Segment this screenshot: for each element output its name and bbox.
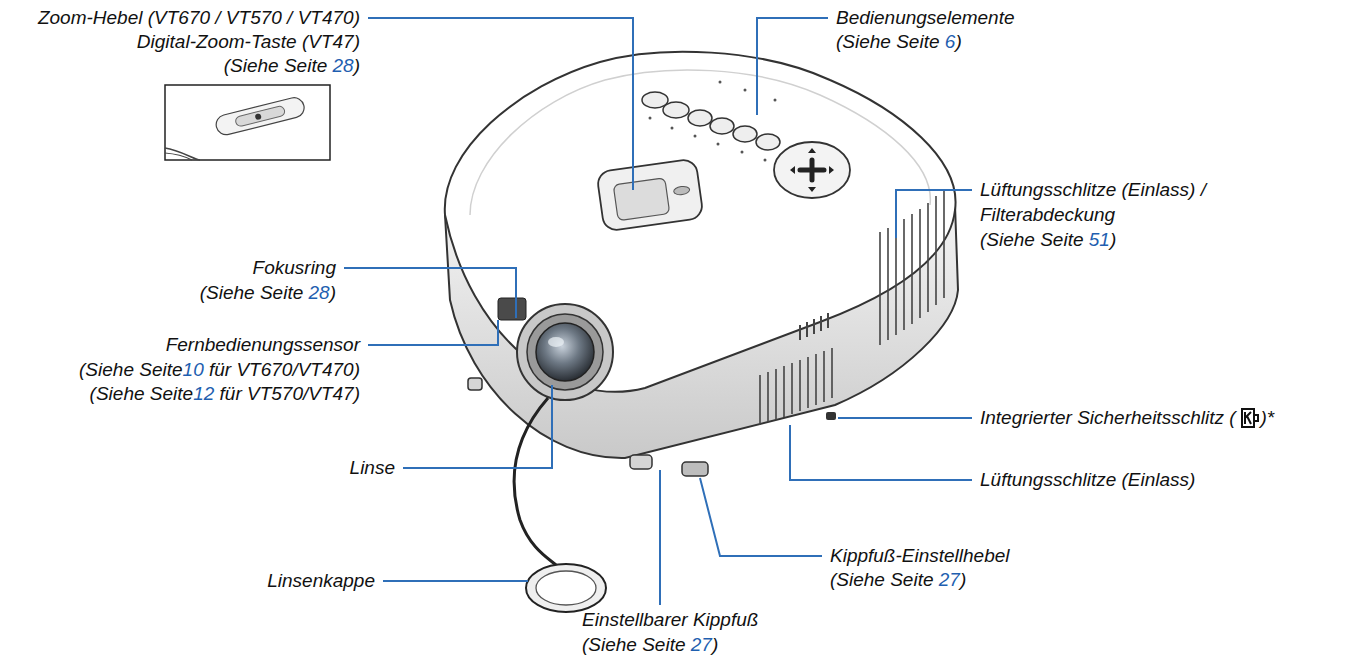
- callout-label: Einstellbarer Kippfuß: [582, 608, 758, 632]
- page-number: 10: [183, 359, 204, 380]
- callout-label: Fokusring: [253, 256, 336, 280]
- callout-label: (Siehe Seite 27): [582, 633, 718, 657]
- callout-label: Filterabdeckung: [980, 203, 1115, 227]
- callout-label: (Siehe Seite 6): [836, 30, 962, 54]
- callout-label: Lüftungsschlitze (Einlass): [980, 468, 1195, 492]
- callout-label: Lüftungsschlitze (Einlass) /: [980, 178, 1206, 202]
- callout-label: Bedienungselemente: [836, 6, 1015, 30]
- callout-label: (Siehe Seite 28): [224, 54, 360, 78]
- callout-label: (Siehe Seite12 für VT570/VT47): [90, 382, 360, 406]
- callout-label: )*: [1261, 406, 1275, 430]
- page-number: 28: [333, 55, 354, 76]
- callout-label: (Siehe Seite 27): [830, 568, 966, 592]
- callout-label: Linse: [350, 456, 395, 480]
- callout-label: Fernbedienungssensor: [166, 333, 360, 357]
- callout-label: Zoom-Hebel (VT670 / VT570 / VT470): [38, 6, 360, 30]
- callout-label: (Siehe Seite 51): [980, 228, 1116, 252]
- page-number: 51: [1089, 229, 1110, 250]
- security-lock-icon: [1239, 407, 1259, 429]
- callout-label: Digital-Zoom-Taste (VT47): [137, 30, 360, 54]
- callout-label: (Siehe Seite 28): [200, 281, 336, 305]
- page-number: 27: [939, 569, 960, 590]
- page-number: 27: [691, 634, 712, 655]
- callout-label: Linsenkappe: [267, 569, 375, 593]
- page-number: 28: [309, 282, 330, 303]
- page-number: 12: [193, 383, 214, 404]
- page-number: 6: [945, 31, 956, 52]
- callout-label: (Siehe Seite10 für VT670/VT470): [79, 358, 360, 382]
- callout-label: Integrierter Sicherheitsschlitz (: [980, 406, 1236, 430]
- callout-label: Kippfuß-Einstellhebel: [830, 544, 1010, 568]
